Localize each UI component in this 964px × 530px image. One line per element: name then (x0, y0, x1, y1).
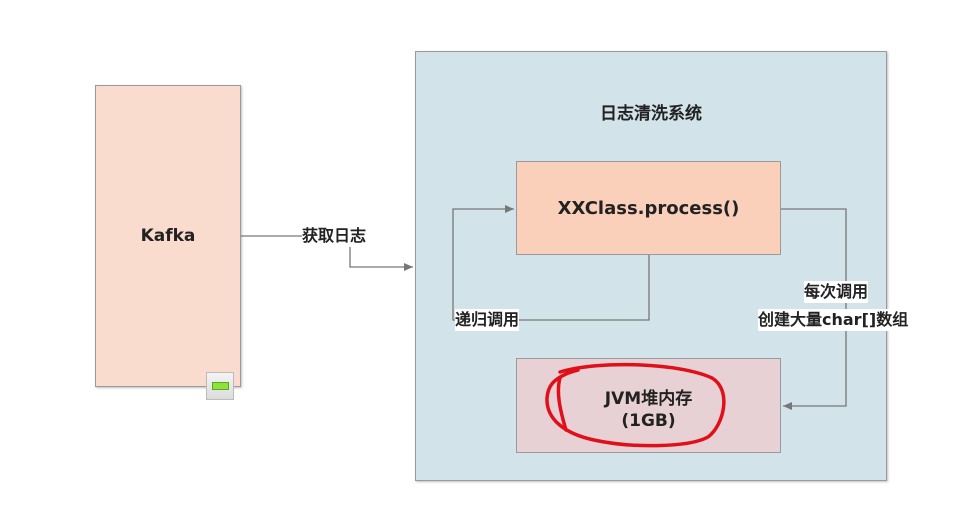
kafka-label: Kafka (140, 226, 196, 246)
recursive-call-connector (452, 205, 650, 321)
fetch-logs-connector (241, 235, 413, 271)
create-char-arrays-label: 创建大量char[]数组 (758, 309, 909, 331)
highlight-ring (545, 362, 726, 448)
each-call-label: 每次调用 (804, 281, 869, 303)
jvm-heap-label: JVM堆内存 (604, 389, 693, 409)
kafka-node: Kafka (95, 85, 241, 387)
jvm-heap-size-label: (1GB) (621, 411, 676, 431)
expand-badge-icon[interactable] (206, 372, 234, 400)
process-node: XXClass.process() (516, 161, 781, 255)
process-label: XXClass.process() (557, 198, 740, 219)
recursive-call-label: 递归调用 (455, 309, 520, 331)
fetch-logs-label: 获取日志 (302, 225, 367, 247)
each-call-connector (781, 208, 847, 410)
system-title: 日志清洗系统 (600, 104, 702, 124)
